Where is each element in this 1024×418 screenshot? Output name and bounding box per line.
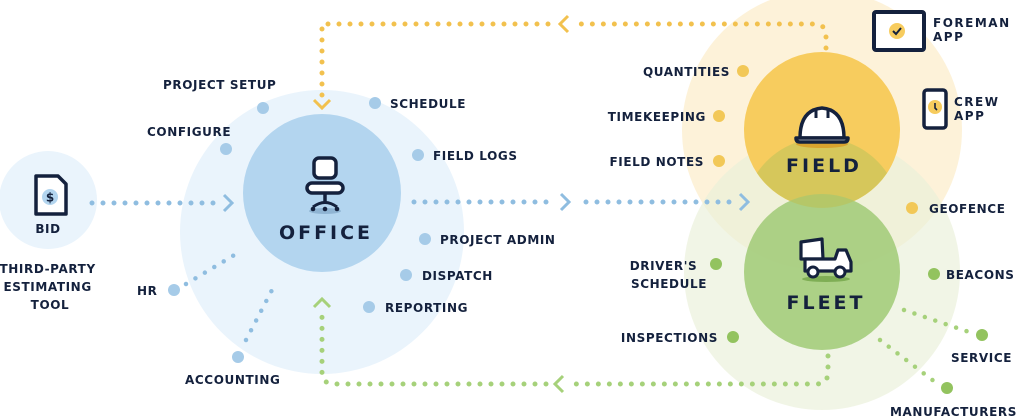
- arrow-up-icon: [312, 296, 332, 309]
- office-feature-dot: [232, 351, 244, 363]
- bid-caption: THIRD-PARTY ESTIMATING TOOL: [0, 262, 101, 312]
- connector-hr: [183, 251, 239, 287]
- arrow-left-icon: [557, 14, 570, 34]
- fleet-feature-dot: [727, 331, 739, 343]
- field-feature-dot: [713, 155, 725, 167]
- office-feature-hr[interactable]: HR: [137, 284, 157, 298]
- arrow-right-icon: [222, 193, 235, 213]
- fleet-feature-inspections[interactable]: INSPECTIONS: [621, 331, 718, 345]
- field-feature-field-notes[interactable]: FIELD NOTES: [609, 155, 704, 169]
- foreman-app[interactable]: FOREMAN APP: [872, 10, 1016, 52]
- fleet-feature-dot: [976, 329, 988, 341]
- svg-text:$: $: [46, 191, 54, 205]
- connector-service: [901, 307, 975, 336]
- connector-accounting: [243, 287, 275, 343]
- field-feature-dot: [737, 65, 749, 77]
- connector-manufacturers: [877, 337, 938, 385]
- dollar-document-icon: $: [34, 174, 68, 216]
- connector-fleet-office-2: [319, 313, 549, 387]
- office-feature-dot: [363, 301, 375, 313]
- office-feature-project-admin[interactable]: PROJECT ADMIN: [440, 233, 556, 247]
- bid-node[interactable]: $ BID: [34, 174, 68, 236]
- office-feature-accounting[interactable]: ACCOUNTING: [185, 373, 280, 387]
- office-feature-schedule[interactable]: SCHEDULE: [390, 97, 466, 111]
- connector-field-office-2: [319, 21, 551, 103]
- office-feature-dot: [168, 284, 180, 296]
- fleet-feature-service[interactable]: SERVICE: [951, 351, 1012, 365]
- office-feature-dot: [220, 143, 232, 155]
- phone-clock-icon: [922, 88, 948, 130]
- dump-truck-icon: [799, 237, 853, 282]
- fleet-feature-beacons[interactable]: BEACONS: [946, 268, 1015, 282]
- office-feature-dispatch[interactable]: DISPATCH: [422, 269, 493, 283]
- field-feature-dot: [906, 202, 918, 214]
- hard-hat-icon: [794, 106, 850, 148]
- crew-app[interactable]: CREW APP: [922, 88, 1005, 130]
- office-feature-dot: [369, 97, 381, 109]
- arrow-down-icon: [312, 98, 332, 111]
- fleet-feature-manufacturers[interactable]: MANUFACTURERS: [890, 405, 1017, 418]
- office-title: OFFICE: [279, 222, 373, 244]
- office-feature-dot: [412, 149, 424, 161]
- fleet-title: FLEET: [786, 292, 865, 314]
- arrow-left-icon: [552, 374, 565, 394]
- office-chair-icon: [305, 156, 345, 214]
- tablet-check-icon: [872, 10, 926, 52]
- bid-label: BID: [35, 222, 60, 236]
- office-feature-project-setup[interactable]: PROJECT SETUP: [163, 78, 276, 92]
- office-feature-dot: [400, 269, 412, 281]
- foreman-app-label: FOREMAN APP: [933, 16, 1016, 44]
- field-feature-quantities[interactable]: QUANTITIES: [643, 65, 730, 79]
- field-fleet-overlap: [757, 138, 887, 208]
- office-feature-dot: [257, 102, 269, 114]
- connector-fleet-office: [571, 353, 831, 387]
- field-feature-geofence[interactable]: GEOFENCE: [929, 202, 1006, 216]
- fleet-feature-dot: [710, 258, 722, 270]
- office-feature-configure[interactable]: CONFIGURE: [147, 125, 231, 139]
- field-feature-timekeeping[interactable]: TIMEKEEPING: [608, 110, 706, 124]
- connector-field-office: [577, 21, 829, 51]
- arrow-right-icon: [738, 192, 751, 212]
- field-title: FIELD: [786, 155, 862, 177]
- crew-app-label: CREW APP: [954, 95, 1005, 123]
- office-feature-field-logs[interactable]: FIELD LOGS: [433, 149, 518, 163]
- office-feature-dot: [419, 233, 431, 245]
- fleet-feature-dot: [941, 382, 953, 394]
- arrow-right-icon: [559, 192, 572, 212]
- field-feature-dot: [713, 110, 725, 122]
- office-feature-reporting[interactable]: REPORTING: [385, 301, 468, 315]
- fleet-feature-drivers-schedule[interactable]: DRIVER'S SCHEDULE: [630, 259, 707, 291]
- fleet-feature-dot: [928, 268, 940, 280]
